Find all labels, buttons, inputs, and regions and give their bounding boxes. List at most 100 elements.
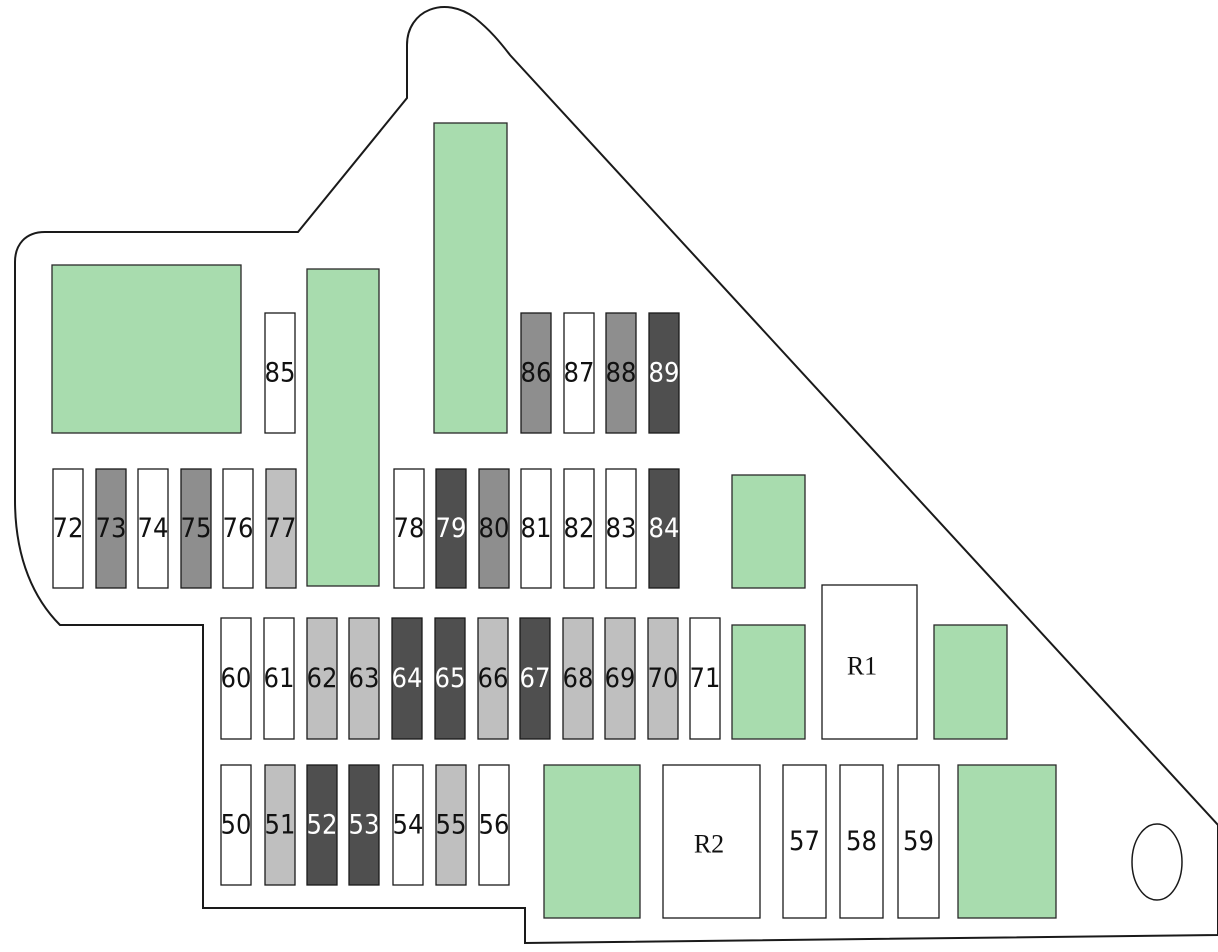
fuse-body [519, 617, 551, 740]
fuse-label: 52 [307, 810, 338, 841]
fuse-body [897, 764, 940, 919]
fuse-body [220, 617, 252, 740]
fuse-label: 87 [564, 358, 595, 389]
fuse-label: 69 [605, 663, 636, 694]
fuse-88: 88 [605, 312, 637, 434]
fuse-86: 86 [520, 312, 552, 434]
fuse-73: 73 [95, 468, 127, 589]
fuse-body [435, 468, 467, 589]
fuse-body [520, 468, 552, 589]
fuse-82: 82 [563, 468, 595, 589]
fuse-61: 61 [263, 617, 295, 740]
fuse-body [435, 764, 467, 886]
fuse-label: 56 [479, 810, 510, 841]
fuse-56: 56 [478, 764, 510, 886]
fuse-71: 71 [689, 617, 721, 740]
fuse-body [391, 617, 423, 740]
fuse-80: 80 [478, 468, 510, 589]
fuse-body [264, 764, 296, 886]
fuse-body [222, 468, 254, 589]
fuse-label: 65 [435, 663, 466, 694]
fuse-body [648, 312, 680, 434]
fuse-81: 81 [520, 468, 552, 589]
fuse-83: 83 [605, 468, 637, 589]
fuse-53: 53 [348, 764, 380, 886]
fuse-body [647, 617, 679, 740]
fuse-body [648, 468, 680, 589]
fuse-78: 78 [393, 468, 425, 589]
fuse-label: 67 [520, 663, 551, 694]
fuse-60: 60 [220, 617, 252, 740]
fuse-label: 57 [789, 826, 820, 857]
fuse-body [562, 617, 594, 740]
fuse-label: 71 [690, 663, 721, 694]
mounting-hole [1131, 823, 1183, 901]
fuse-89: 89 [648, 312, 680, 434]
fuse-label: 76 [223, 513, 254, 544]
fuse-label: 88 [606, 358, 637, 389]
fuse-62: 62 [306, 617, 338, 740]
fuse-body [95, 468, 127, 589]
fuse-label: 78 [394, 513, 425, 544]
fuse-79: 79 [435, 468, 467, 589]
fuse-body [604, 617, 636, 740]
fuse-74: 74 [137, 468, 169, 589]
fuse-label: 82 [564, 513, 595, 544]
relay-r2: R2 [662, 764, 761, 919]
fuse-body [434, 617, 466, 740]
fuse-body [563, 312, 595, 434]
fuse-label: 79 [436, 513, 467, 544]
fuse-body [180, 468, 212, 589]
fuse-body [478, 468, 510, 589]
fuse-63: 63 [348, 617, 380, 740]
fuse-body [563, 468, 595, 589]
green-block [306, 268, 380, 587]
fuse-66: 66 [477, 617, 509, 740]
green-block [731, 474, 806, 589]
fuse-label: 75 [181, 513, 212, 544]
fuse-label: 80 [479, 513, 510, 544]
fuse-58: 58 [839, 764, 884, 919]
green-block [731, 624, 806, 740]
fuse-label: 73 [96, 513, 127, 544]
fuse-75: 75 [180, 468, 212, 589]
green-block [433, 122, 508, 434]
fuse-77: 77 [265, 468, 297, 589]
green-block [51, 264, 242, 434]
fuse-label: 85 [265, 358, 296, 389]
fuse-57: 57 [782, 764, 827, 919]
fuse-label: 59 [903, 826, 934, 857]
fuse-label: 54 [393, 810, 424, 841]
fuse-59: 59 [897, 764, 940, 919]
fuse-body [782, 764, 827, 919]
fuse-label: 84 [649, 513, 680, 544]
relay-r1: R1 [821, 584, 918, 740]
fuse-70: 70 [647, 617, 679, 740]
fuse-64: 64 [391, 617, 423, 740]
fuse-label: 55 [436, 810, 467, 841]
fuse-label: 53 [349, 810, 380, 841]
fuse-label: 63 [349, 663, 380, 694]
fuse-65: 65 [434, 617, 466, 740]
fuse-body [265, 468, 297, 589]
fuse-69: 69 [604, 617, 636, 740]
fuse-label: 51 [265, 810, 296, 841]
fuse-label: 89 [649, 358, 680, 389]
fuse-body [306, 617, 338, 740]
fuse-label: 68 [563, 663, 594, 694]
fuse-label: 74 [138, 513, 169, 544]
fuse-label: 83 [606, 513, 637, 544]
fuse-body [689, 617, 721, 740]
fuse-body [520, 312, 552, 434]
fuse-body [348, 617, 380, 740]
fuse-label: 66 [478, 663, 509, 694]
fuse-body [52, 468, 84, 589]
fuse-68: 68 [562, 617, 594, 740]
fuse-76: 76 [222, 468, 254, 589]
fuse-label: 61 [264, 663, 295, 694]
fuse-54: 54 [392, 764, 424, 886]
green-block [543, 764, 641, 919]
fuse-label: 58 [846, 826, 877, 857]
fuse-body [264, 312, 296, 434]
